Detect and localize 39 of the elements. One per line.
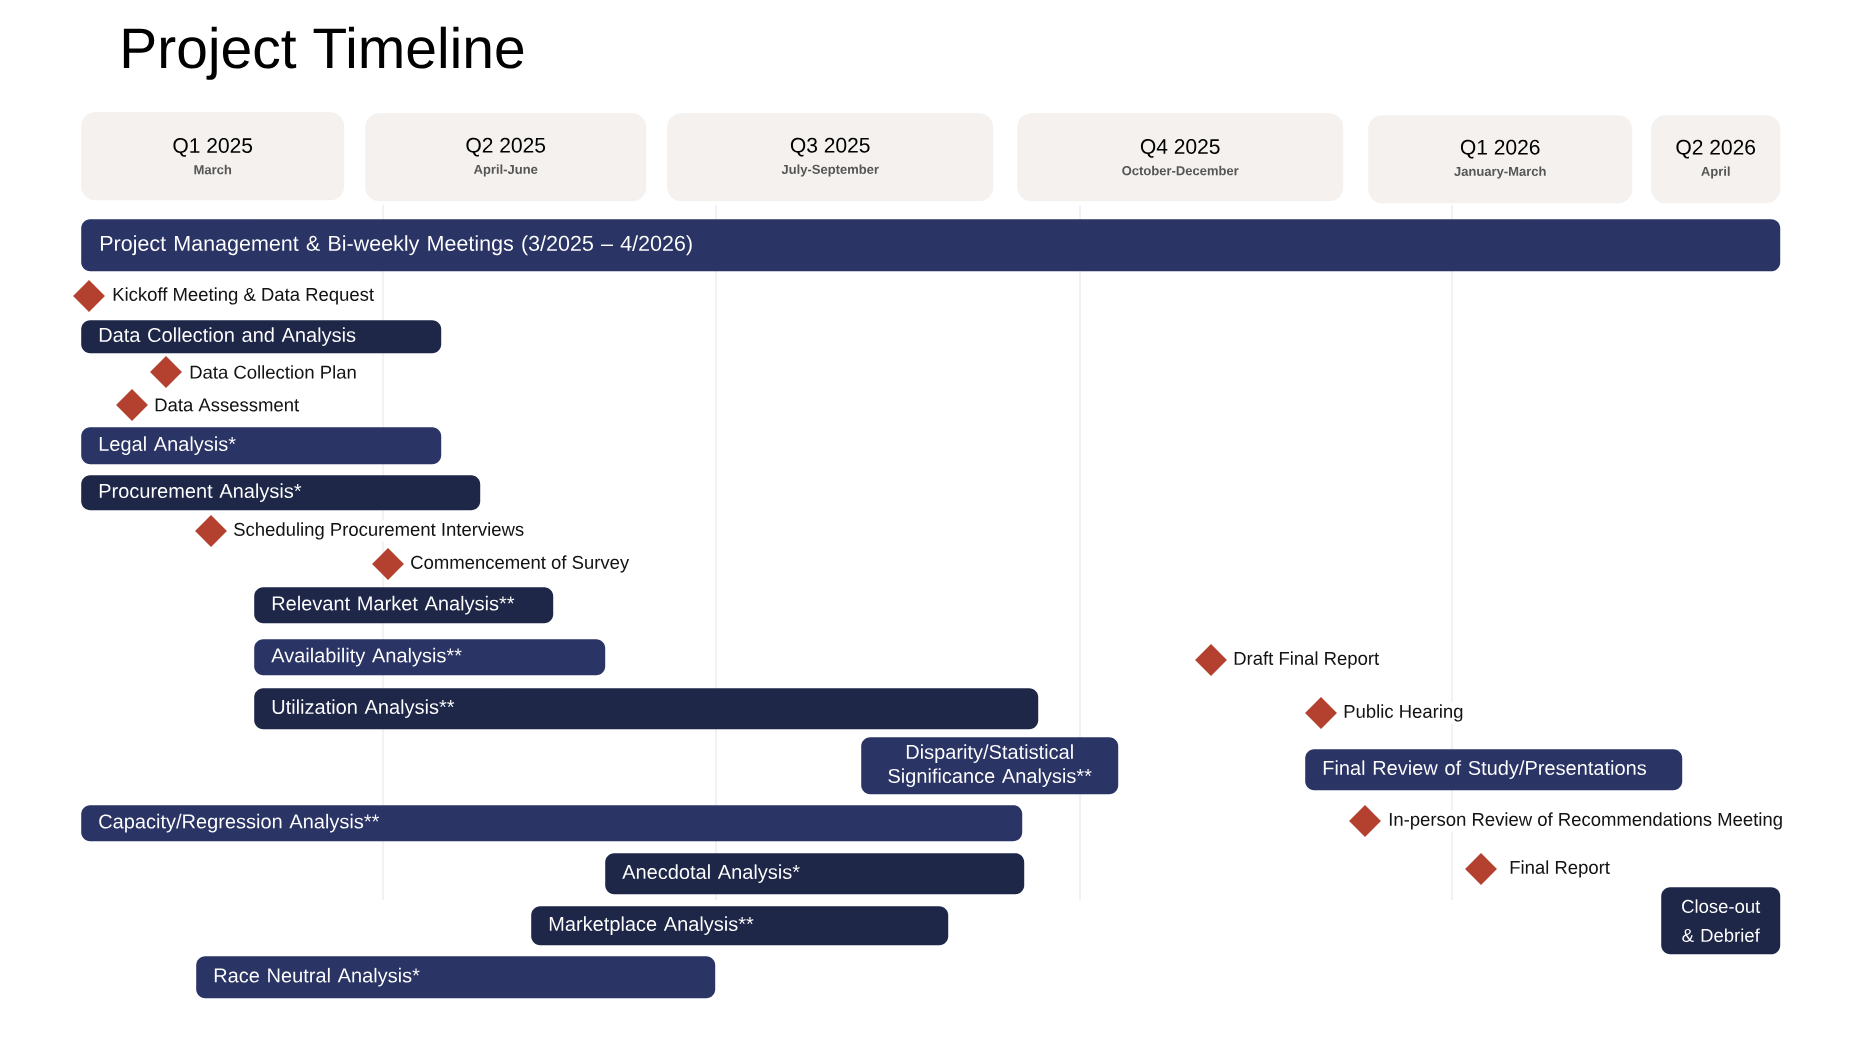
task-bar: Procurement Analysis* [81, 475, 481, 511]
page-title: Project Timeline [123, 26, 524, 80]
milestone-diamond [1195, 644, 1227, 676]
task-bar: Availability Analysis** [254, 639, 606, 676]
task-bar: Relevant Market Analysis** [254, 587, 554, 624]
task-bar: Anecdotal Analysis* [605, 853, 1025, 895]
quarter-header: Q2 2025 April-June [365, 113, 647, 202]
task-bar: Utilization Analysis** [254, 688, 1039, 730]
milestone-diamond [73, 280, 105, 312]
quarter-header: Q1 2026 January-March [1368, 115, 1633, 204]
milestone-diamond [372, 548, 404, 580]
task-bar: Capacity/Regression Analysis** [81, 805, 1023, 842]
task-bar: Final Review of Study/Presentations [1305, 749, 1683, 791]
quarter-header: Q1 2025 March [81, 112, 345, 201]
task-bar: Project Management & Bi-weekly Meetings (3/2025 – 4/2026) [81, 219, 1781, 272]
milestone-label: Commencement of Survey [409, 553, 631, 575]
milestone-label: Public Hearing [1342, 702, 1465, 724]
quarter-header: Q2 2026 April [1651, 115, 1781, 204]
milestone-label: Data Assessment [153, 396, 301, 414]
milestone-diamond [1305, 697, 1337, 729]
task-bar: Marketplace Analysis** [531, 906, 949, 946]
quarter-header: Q3 2025 July-September [667, 113, 994, 202]
milestone-label: Scheduling Procurement Interviews [232, 520, 526, 542]
milestone-diamond [195, 515, 227, 547]
task-bar: Close-out & Debrief [1661, 887, 1781, 955]
milestone-label: Draft Final Report [1232, 649, 1381, 671]
milestone-diamond [116, 389, 148, 421]
task-bar: Disparity/Statistical Significance Analysis** [861, 737, 1119, 795]
task-bar: Data Collection and Analysis [81, 320, 442, 354]
milestone-diamond [1349, 805, 1381, 837]
milestone-diamond [150, 356, 182, 388]
task-bar: Race Neutral Analysis* [196, 956, 716, 999]
task-bar: Legal Analysis* [81, 427, 442, 465]
milestone-label: In-person Review of Recommendations Meeting [1387, 810, 1785, 832]
quarter-header: Q4 2025 October-December [1017, 113, 1344, 202]
milestone-label: Kickoff Meeting & Data Request [111, 285, 376, 307]
milestone-label: Final Report [1508, 858, 1611, 880]
milestone-diamond [1465, 853, 1497, 885]
milestone-label: Data Collection Plan [188, 363, 358, 381]
